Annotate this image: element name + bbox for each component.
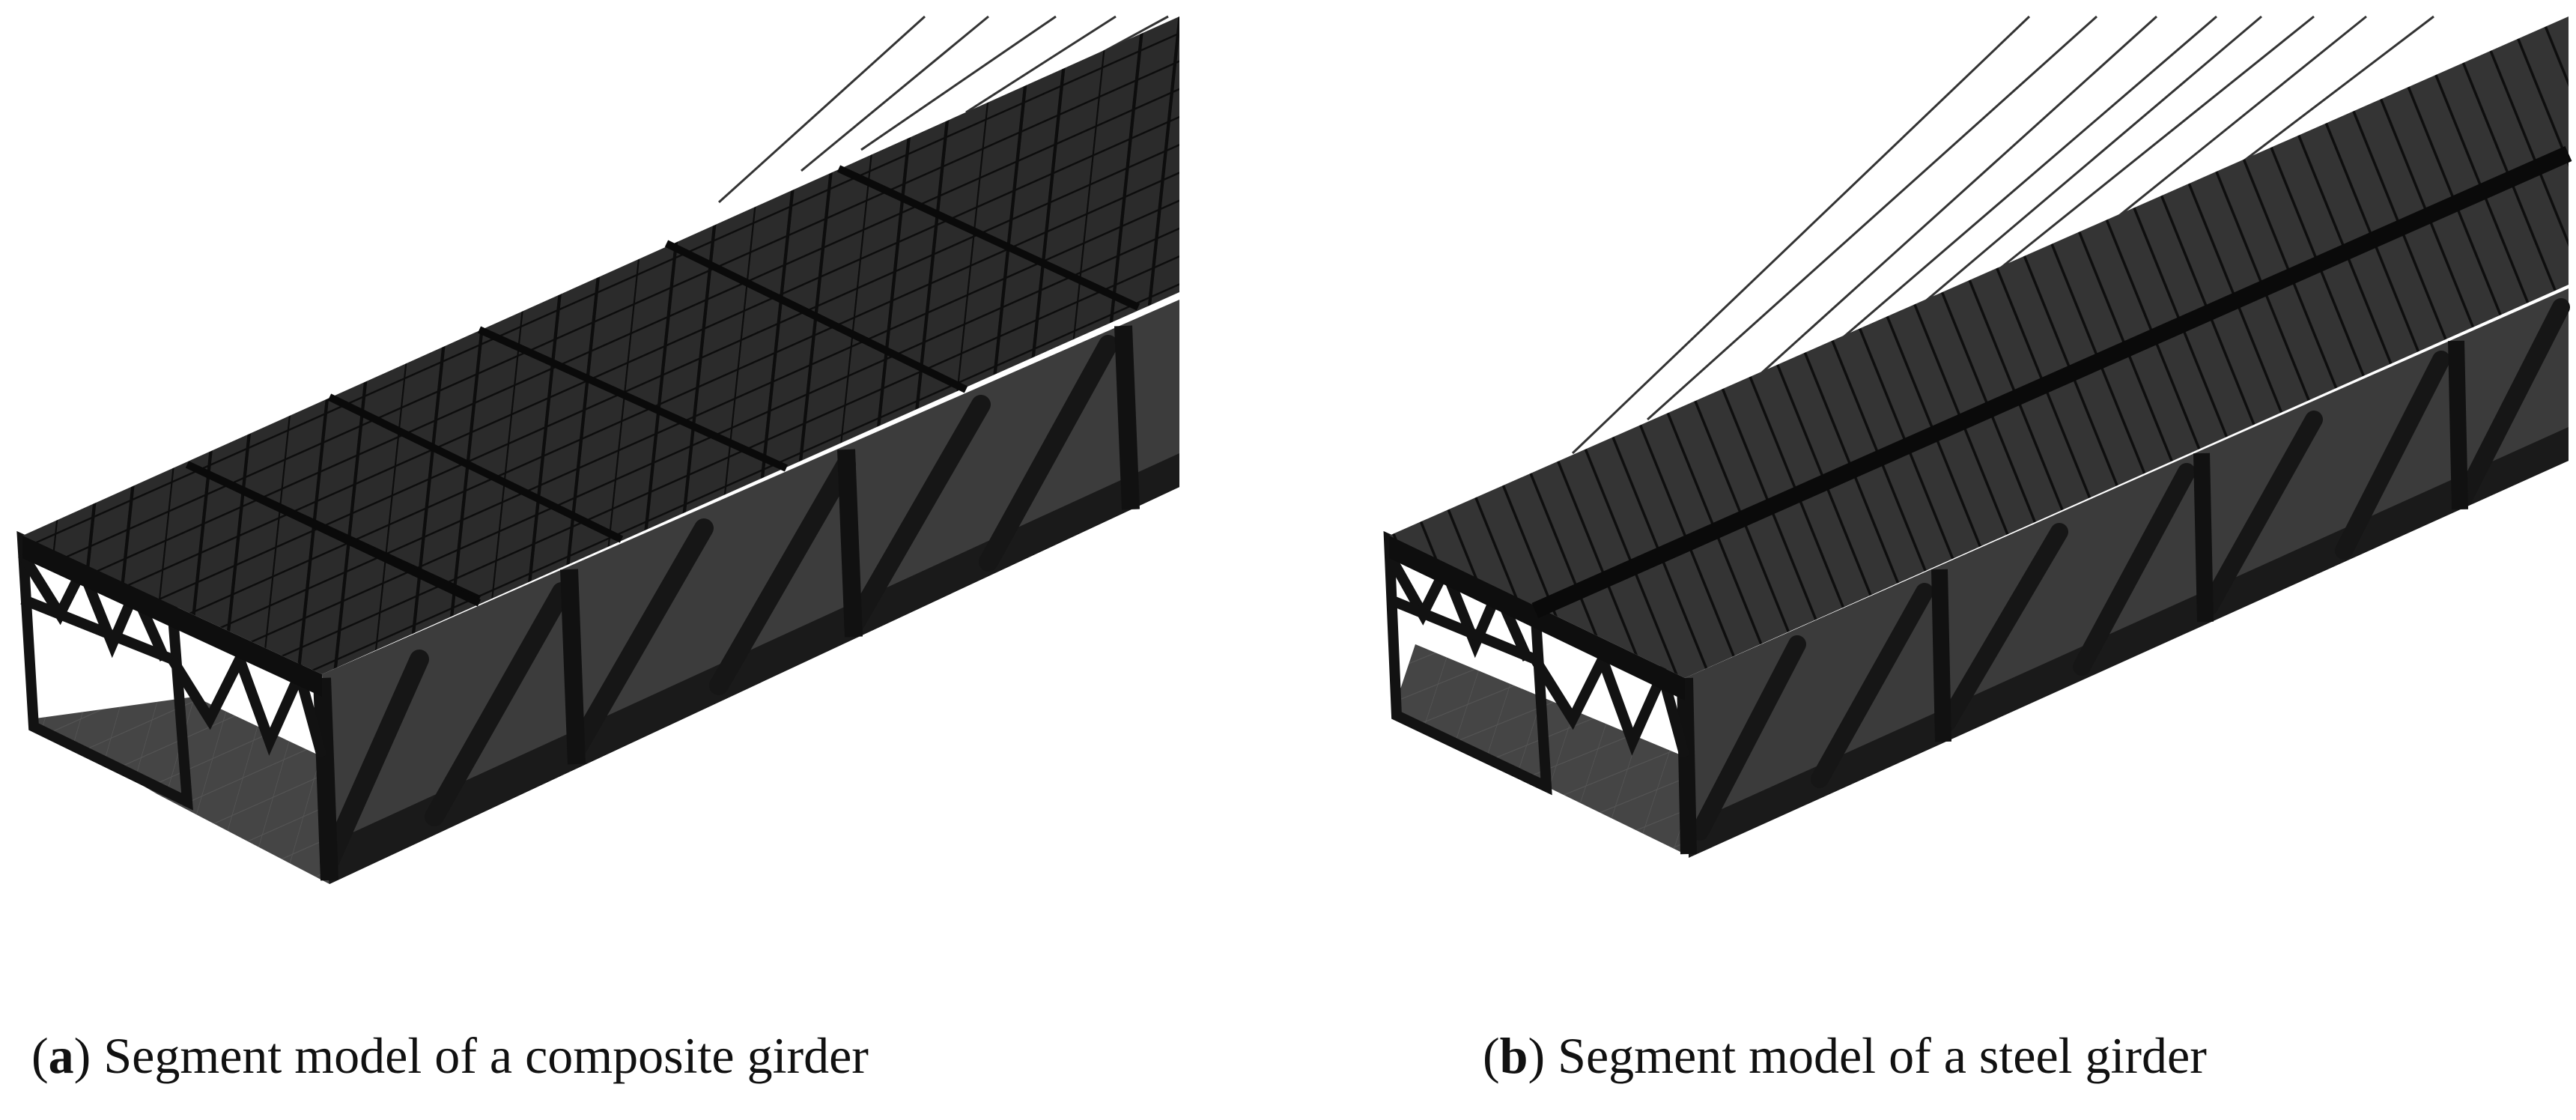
deck-edge	[22, 536, 322, 697]
steel-girder-render	[1383, 15, 2572, 858]
deck-edge	[1389, 536, 1685, 700]
deck-transverse-joints	[185, 165, 1140, 607]
figure-panel-a: (a) Segment model of a composite girder	[0, 0, 1191, 1120]
panel-b-caption: (b) Segment model of a steel girder	[1483, 1027, 2207, 1084]
deck-center-girder	[1531, 145, 2572, 619]
deck-slab	[1389, 16, 2569, 678]
bottom-chord	[322, 453, 1179, 884]
stay-cables	[1571, 15, 2434, 455]
side-truss-diagonals	[1691, 298, 2570, 841]
side-truss-diagonals	[320, 335, 1118, 871]
deck-slab	[22, 16, 1179, 674]
panel-a-caption: (a) Segment model of a composite girder	[31, 1027, 869, 1084]
side-truss-verticals	[1677, 340, 2468, 855]
composite-girder-render	[16, 15, 1179, 884]
side-truss-verticals	[313, 325, 1140, 881]
figure-panel-b: (b) Segment model of a steel girder	[1370, 0, 2576, 1120]
